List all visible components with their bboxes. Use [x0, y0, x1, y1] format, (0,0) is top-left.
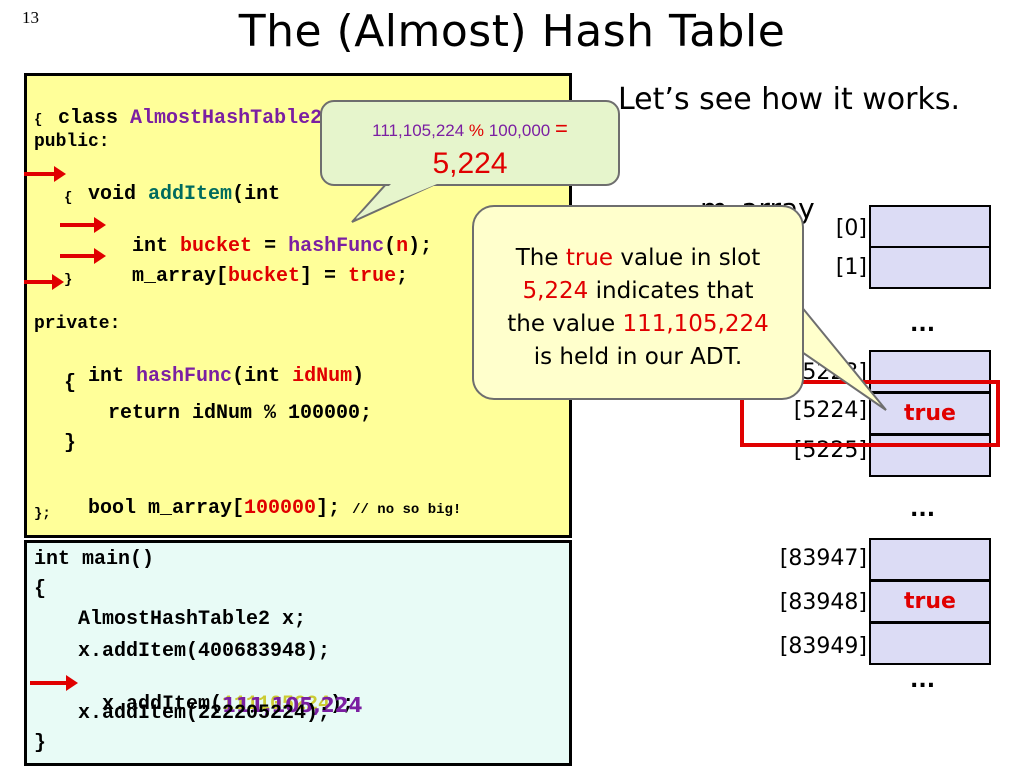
main-line-additem-3: x.addItem(222205224); — [78, 702, 331, 725]
array-open: m_array[ — [132, 265, 229, 288]
main-code-panel — [24, 540, 572, 766]
array-ellipsis-3: ... — [910, 668, 936, 693]
array-cell-0 — [869, 205, 991, 248]
decl-close: ]; — [316, 497, 341, 520]
explain-p3: value in slot — [620, 245, 761, 271]
explain-value: 111,105,224 — [622, 311, 769, 337]
array-cell-5223 — [869, 350, 991, 393]
array-cell-83948: true — [869, 580, 991, 623]
explain-p8: is held in our ADT. — [533, 344, 743, 370]
call-prefix: x.addItem( — [102, 693, 223, 716]
semicolon: ; — [396, 265, 409, 288]
arrow-m-array — [60, 248, 106, 264]
array-index-83949: [83949] — [779, 634, 867, 659]
code-line-additem-signature: void addItem(int — [64, 160, 280, 206]
array-index-1: [1] — [835, 255, 867, 280]
main-line-signature: int main() — [34, 548, 155, 571]
var-bucket-index: bucket — [228, 265, 301, 288]
literal-true: true — [348, 265, 397, 288]
callout-calc-expression: 111,105,224 % 100,000 = — [320, 116, 620, 142]
array-index-83947: [83947] — [779, 546, 867, 571]
code-line-class: class AlmostHashTable2 — [34, 84, 322, 130]
keyword-void: void — [88, 183, 137, 206]
callout-explain — [472, 205, 804, 400]
paren-open: ( — [384, 235, 397, 258]
call-arg-value: 111105224 — [222, 693, 331, 716]
paren-close: ); — [408, 235, 433, 258]
code-line-additem-close: } — [64, 272, 73, 288]
paren-close-2: ) — [352, 365, 365, 388]
call-arg-overlay: 111,105,224 — [222, 693, 363, 717]
array-cell-83949 — [869, 622, 991, 665]
callout-calc — [320, 100, 620, 186]
arrow-main-call — [30, 675, 78, 691]
array-cell-5224: true — [869, 392, 991, 435]
explain-true: true — [565, 245, 614, 271]
call-suffix: ); — [330, 693, 355, 716]
method-additem: addItem — [148, 183, 233, 206]
array-ellipsis-1: ... — [910, 312, 936, 337]
var-bucket: bucket — [180, 235, 253, 258]
arrow-additem-close — [24, 274, 64, 290]
code-line-additem-open: { — [64, 190, 73, 206]
code-line-m-array-decl: bool m_array[100000]; // no so big! — [64, 474, 461, 520]
method-hashfunc: hashFunc — [136, 365, 233, 388]
code-line-hashfunc-open: { — [64, 372, 77, 395]
param-idnum: idNum — [292, 365, 353, 388]
code-comment: // no so big! — [352, 502, 462, 518]
code-line-class-close: }; — [34, 506, 51, 522]
calc-operand: 111,105,224 — [372, 121, 465, 140]
arrow-additem — [24, 166, 66, 182]
code-line-hashfunc-close: } — [64, 432, 77, 455]
calc-equals: = — [554, 116, 568, 141]
explain-p6: the value — [507, 311, 616, 337]
array-cell-83947 — [869, 538, 991, 581]
calc-operator: % — [468, 121, 485, 140]
array-ellipsis-2: ... — [910, 497, 936, 522]
code-line-open-brace: { — [34, 112, 43, 128]
intro-text: Let’s see how it works. — [618, 82, 961, 117]
code-line-public: public: — [34, 132, 110, 152]
explain-p5: indicates that — [595, 278, 754, 304]
param-int-2: (int — [232, 365, 281, 388]
code-line-return: return idNum % 100000; — [108, 402, 373, 425]
calc-divisor: 100,000 — [488, 121, 551, 140]
callout-explain-text: The true value in slot 5,224 indicates t… — [482, 242, 794, 374]
array-cell-1 — [869, 246, 991, 289]
param-int: (int — [232, 183, 281, 206]
code-line-private: private: — [34, 314, 121, 334]
main-line-decl: AlmostHashTable2 x; — [78, 608, 307, 631]
class-name: AlmostHashTable2 — [130, 107, 323, 130]
main-line-open: { — [34, 578, 47, 601]
array-cell-5225 — [869, 434, 991, 477]
decl-bool: bool m_array[ — [88, 497, 245, 520]
keyword-class: class — [58, 107, 119, 130]
explain-slot: 5,224 — [522, 278, 589, 304]
keyword-int-2: int — [88, 365, 125, 388]
op-assign: = — [264, 235, 277, 258]
array-index-83948: [83948] — [779, 590, 867, 615]
slide-number: 13 — [22, 8, 39, 27]
code-line-hashfunc-signature: int hashFunc(int idNum) — [64, 342, 364, 388]
arrow-bucket — [60, 217, 106, 233]
array-close: ] = — [300, 265, 337, 288]
array-index-5225: [5225] — [793, 438, 867, 463]
page-title: The (Almost) Hash Table — [238, 6, 786, 57]
callout-calc-result: 5,224 — [432, 147, 508, 180]
main-line-additem-1: x.addItem(400683948); — [78, 640, 331, 663]
call-hashfunc: hashFunc — [288, 235, 385, 258]
keyword-int: int — [132, 235, 169, 258]
main-line-close: } — [34, 732, 47, 755]
code-line-m-array-assign: m_array[bucket] = true; — [108, 242, 408, 288]
array-size: 100000 — [244, 497, 317, 520]
array-index-0: [0] — [835, 216, 867, 241]
explain-p1: The — [515, 245, 559, 271]
code-line-bucket: int bucket = hashFunc(n); — [108, 212, 432, 258]
arg-n: n — [396, 235, 409, 258]
